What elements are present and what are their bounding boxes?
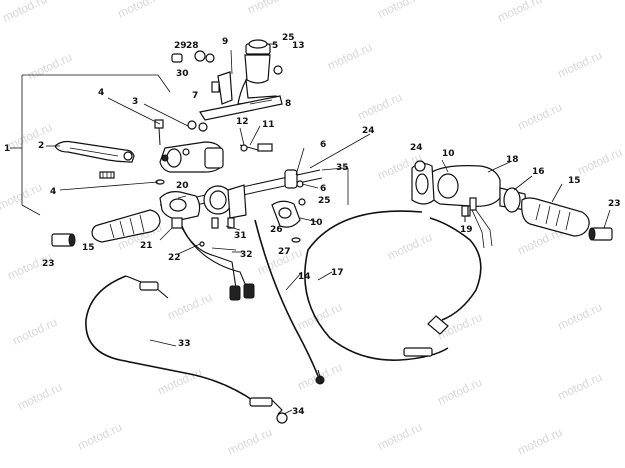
watermark-text: motod.ru bbox=[165, 290, 214, 323]
master-cylinder bbox=[159, 141, 224, 173]
cable-17 bbox=[304, 210, 482, 361]
watermark-text: motod.ru bbox=[555, 48, 604, 81]
callout-4: 4 bbox=[50, 187, 56, 197]
callout-29: 29 bbox=[174, 41, 187, 51]
callout-1: 1 bbox=[4, 144, 10, 154]
callout-32: 32 bbox=[240, 250, 253, 260]
watermark-text: motod.ru bbox=[375, 0, 424, 21]
leader-lines bbox=[46, 43, 611, 415]
callout-30: 30 bbox=[176, 69, 189, 79]
watermark-text: motod.ru bbox=[225, 425, 274, 458]
callout-8: 8 bbox=[285, 99, 291, 109]
watermark-text: motod.ru bbox=[115, 0, 164, 21]
callout-26: 26 bbox=[270, 225, 283, 235]
adjuster-screw bbox=[99, 171, 115, 179]
watermark-text: motod.ru bbox=[155, 365, 204, 398]
right-grip bbox=[521, 197, 590, 237]
bar-end-left bbox=[51, 233, 76, 247]
clamp-screws bbox=[187, 120, 208, 132]
callout-31: 31 bbox=[234, 231, 247, 241]
callout-15: 15 bbox=[568, 176, 581, 186]
watermark-text: motod.ru bbox=[435, 375, 484, 408]
throttle-housing-center bbox=[203, 184, 247, 229]
small-bolts-28-31 bbox=[171, 50, 220, 93]
callout-33: 33 bbox=[178, 339, 191, 349]
callout-14: 14 bbox=[298, 272, 311, 282]
callout-25: 25 bbox=[282, 33, 295, 43]
watermark-text: motod.ru bbox=[75, 420, 124, 453]
callout-3: 3 bbox=[132, 97, 138, 107]
callout-13: 13 bbox=[292, 41, 305, 51]
callout-17: 17 bbox=[331, 268, 344, 278]
watermark-text: motod.ru bbox=[575, 145, 624, 178]
callout-28: 28 bbox=[186, 41, 199, 51]
watermark-text: motod.ru bbox=[15, 380, 64, 413]
watermark-text: motod.ru bbox=[355, 90, 404, 123]
callout-23: 23 bbox=[608, 199, 621, 209]
bar-end-right bbox=[588, 227, 613, 241]
watermark-text: motod.ru bbox=[375, 420, 424, 453]
callout-25: 25 bbox=[318, 196, 331, 206]
callout-12: 12 bbox=[236, 117, 249, 127]
watermark-text: motod.ru bbox=[10, 315, 59, 348]
callout-24: 24 bbox=[362, 126, 375, 136]
pivot-bolt bbox=[154, 119, 165, 185]
watermark-text: motod.ru bbox=[495, 0, 544, 25]
callout-2: 2 bbox=[38, 141, 44, 151]
group-bracket-left bbox=[10, 74, 171, 216]
callout-11: 11 bbox=[262, 120, 275, 130]
watermark-text: motod.ru bbox=[515, 100, 564, 133]
cable-34 bbox=[85, 275, 288, 424]
cable-bracket bbox=[271, 169, 306, 243]
callout-21: 21 bbox=[140, 241, 153, 251]
clutch-lever bbox=[54, 140, 135, 163]
watermark-text: motod.ru bbox=[385, 230, 434, 263]
left-switch-housing bbox=[159, 191, 201, 229]
watermark-text: motod.ru bbox=[0, 0, 49, 25]
callout-35: 35 bbox=[336, 163, 349, 173]
callout-15: 15 bbox=[82, 243, 95, 253]
callout-6: 6 bbox=[320, 140, 326, 150]
callout-16: 16 bbox=[532, 167, 545, 177]
cable-14 bbox=[254, 219, 325, 385]
callout-10: 10 bbox=[442, 149, 455, 159]
housing-screw bbox=[461, 205, 469, 222]
right-harness-lines bbox=[471, 209, 493, 249]
callout-9: 9 bbox=[222, 37, 228, 47]
callout-10: 10 bbox=[310, 218, 323, 228]
callout-19: 19 bbox=[460, 225, 473, 235]
right-switch-housing bbox=[411, 160, 501, 217]
brake-switch bbox=[239, 143, 273, 152]
callout-18: 18 bbox=[506, 155, 519, 165]
watermark-text: motod.ru bbox=[25, 50, 74, 83]
callout-34: 34 bbox=[292, 407, 305, 417]
group-bracket-right bbox=[321, 167, 349, 205]
watermark-text: motod.ru bbox=[325, 40, 374, 73]
watermark-text: motod.ru bbox=[245, 0, 294, 17]
callout-24: 24 bbox=[410, 143, 423, 153]
callout-7: 7 bbox=[192, 91, 198, 101]
callout-23: 23 bbox=[42, 259, 55, 269]
callout-6: 6 bbox=[320, 184, 326, 194]
callout-22: 22 bbox=[168, 253, 181, 263]
watermark-text: motod.ru bbox=[555, 370, 604, 403]
watermark-text: motod.ru bbox=[555, 300, 604, 333]
callout-20: 20 bbox=[176, 181, 189, 191]
watermark-text: motod.ru bbox=[295, 300, 344, 333]
callout-5: 5 bbox=[272, 41, 278, 51]
callout-4: 4 bbox=[98, 88, 104, 98]
watermark-text: motod.ru bbox=[515, 425, 564, 458]
wire-harness-left bbox=[181, 225, 255, 301]
callout-27: 27 bbox=[278, 247, 291, 257]
left-grip bbox=[91, 209, 161, 243]
